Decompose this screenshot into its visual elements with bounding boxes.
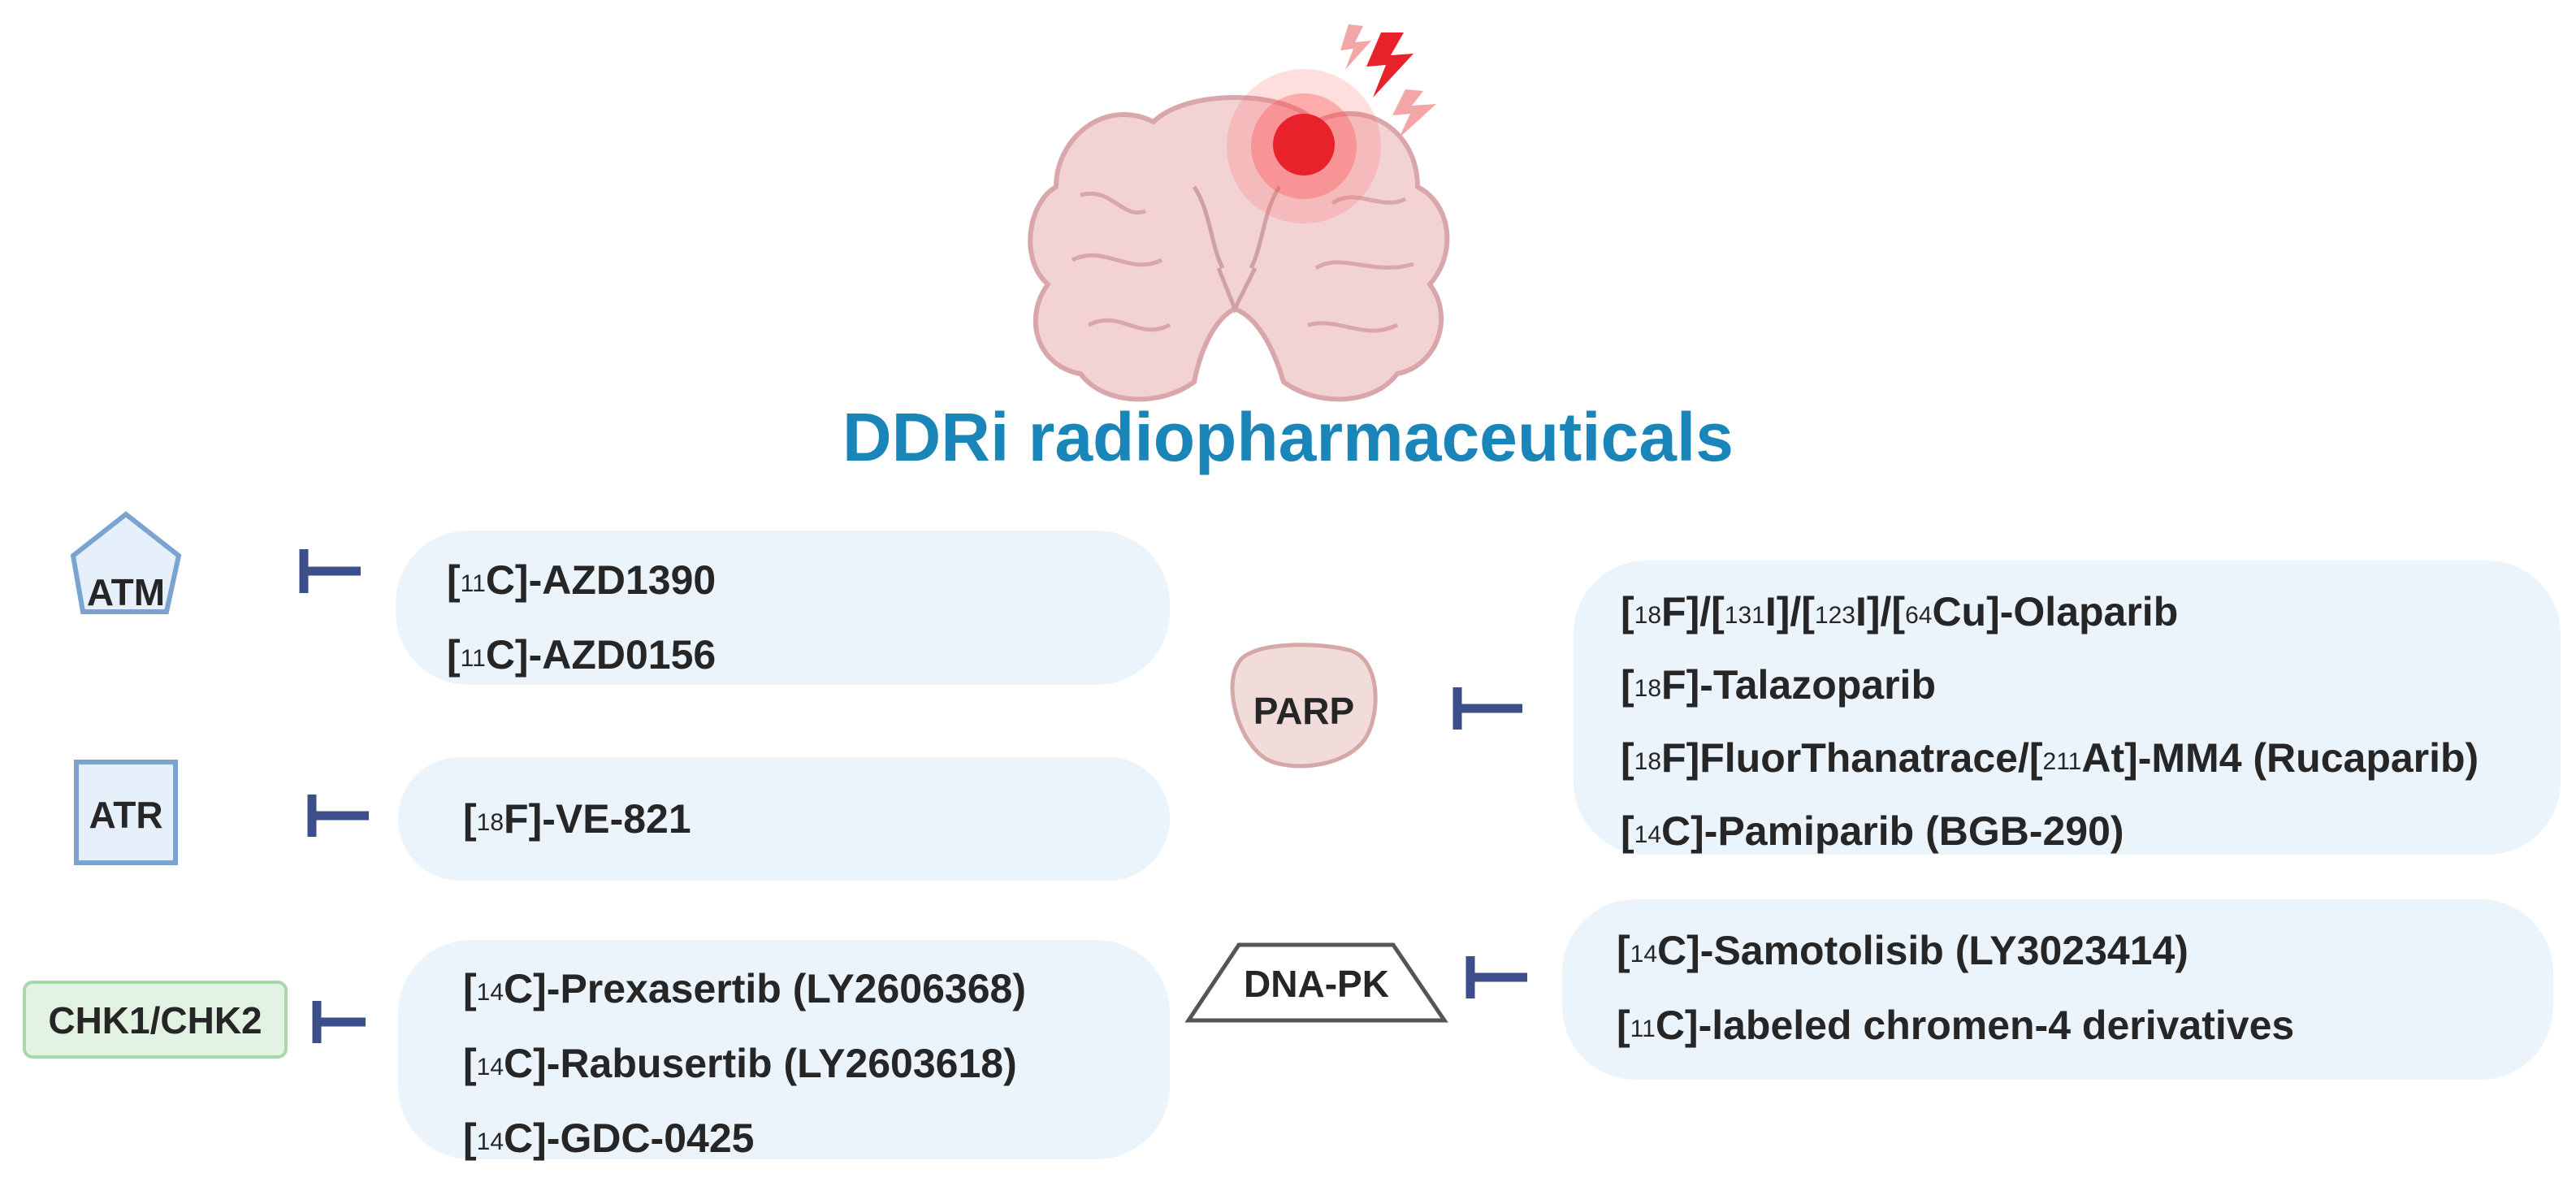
atr-drug-panel bbox=[398, 757, 1170, 881]
dnapk-trapezoid-shape bbox=[1184, 942, 1448, 1023]
parp-drug-panel bbox=[1574, 561, 2561, 855]
chk-drug-panel bbox=[398, 940, 1170, 1159]
atm-label: ATM bbox=[86, 571, 166, 613]
brain-tumor-icon bbox=[1028, 69, 1450, 402]
chk-label: CHK1/CHK2 bbox=[48, 999, 262, 1042]
atr-square-shape bbox=[74, 760, 178, 865]
dnapk-label: DNA-PK bbox=[1244, 963, 1389, 1005]
parp-blob-shape bbox=[1230, 643, 1378, 769]
atr-label: ATR bbox=[89, 794, 163, 836]
lightning-bolt-icon bbox=[1340, 24, 1436, 138]
atm-drug-panel bbox=[396, 531, 1170, 685]
diagram-title: DDRi radiopharmaceuticals bbox=[842, 399, 1734, 475]
atm-pentagon-shape bbox=[70, 511, 182, 614]
inhibition-arrow-icon bbox=[299, 549, 1527, 1043]
parp-label: PARP bbox=[1253, 690, 1355, 732]
dnapk-drug-panel bbox=[1562, 899, 2553, 1080]
chk-box-shape bbox=[23, 981, 288, 1059]
